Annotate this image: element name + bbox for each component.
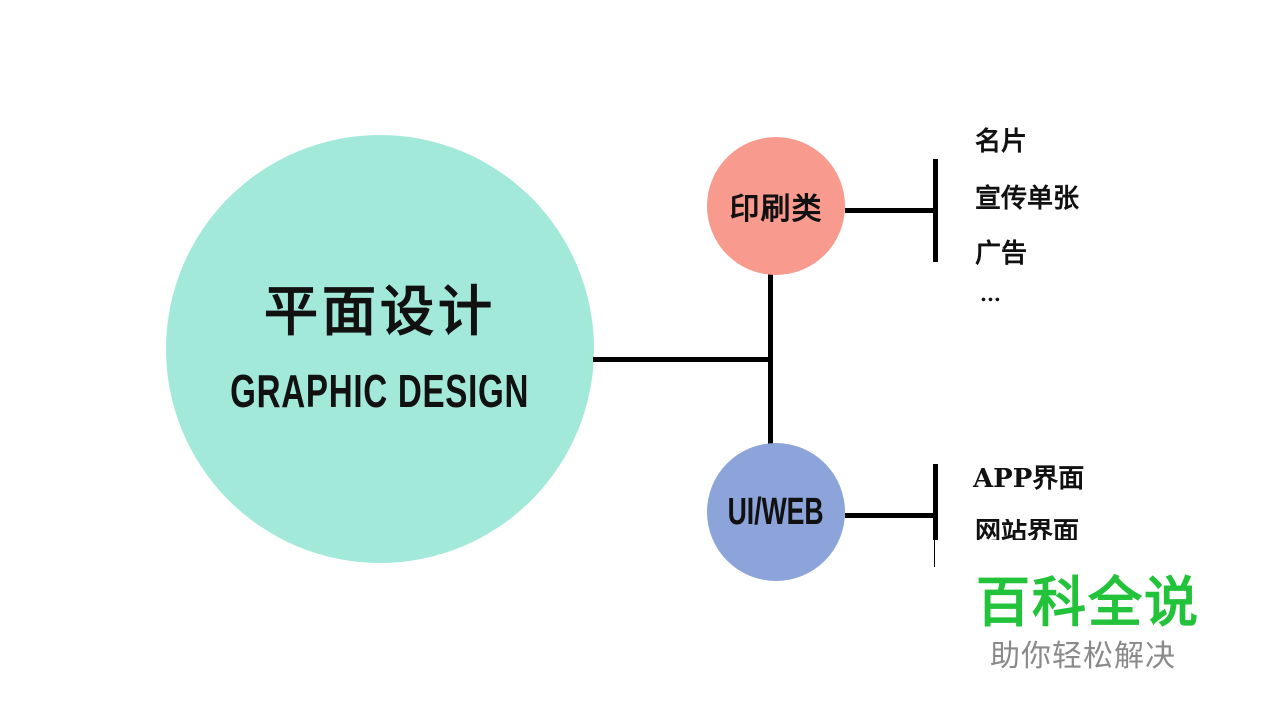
connector-uiweb-horizontal [845,513,937,518]
leaf-item: 名片 [975,127,1028,157]
bracket-print [933,159,938,262]
leaf-item: APP界面 [973,464,1085,494]
connector-center-horizontal [593,357,773,362]
leaf-item: 广告 [975,239,1028,269]
watermark-subtitle: 助你轻松解决 [990,639,1176,674]
branch-label-print: 印刷类 [729,192,823,227]
leaf-item-ellipsis: ... [980,282,1001,306]
bracket-uiweb [933,464,938,540]
leaf-item: 宣传单张 [975,184,1080,214]
bracket-uiweb-tail [934,540,935,567]
connector-print-horizontal [845,208,937,213]
leaf-item: 网站界面 [975,519,1080,540]
connector-vertical-spine [768,272,773,446]
branch-node-uiweb: UI/WEB [707,443,845,581]
watermark-title: 百科全说 [976,571,1200,634]
center-title-en: GRAPHIC DESIGN [230,365,530,417]
center-node-graphic-design: 平面设计 GRAPHIC DESIGN [166,135,594,563]
branch-label-uiweb: UI/WEB [727,490,825,533]
center-title-cn: 平面设计 [264,279,496,343]
branch-node-print: 印刷类 [707,137,845,275]
